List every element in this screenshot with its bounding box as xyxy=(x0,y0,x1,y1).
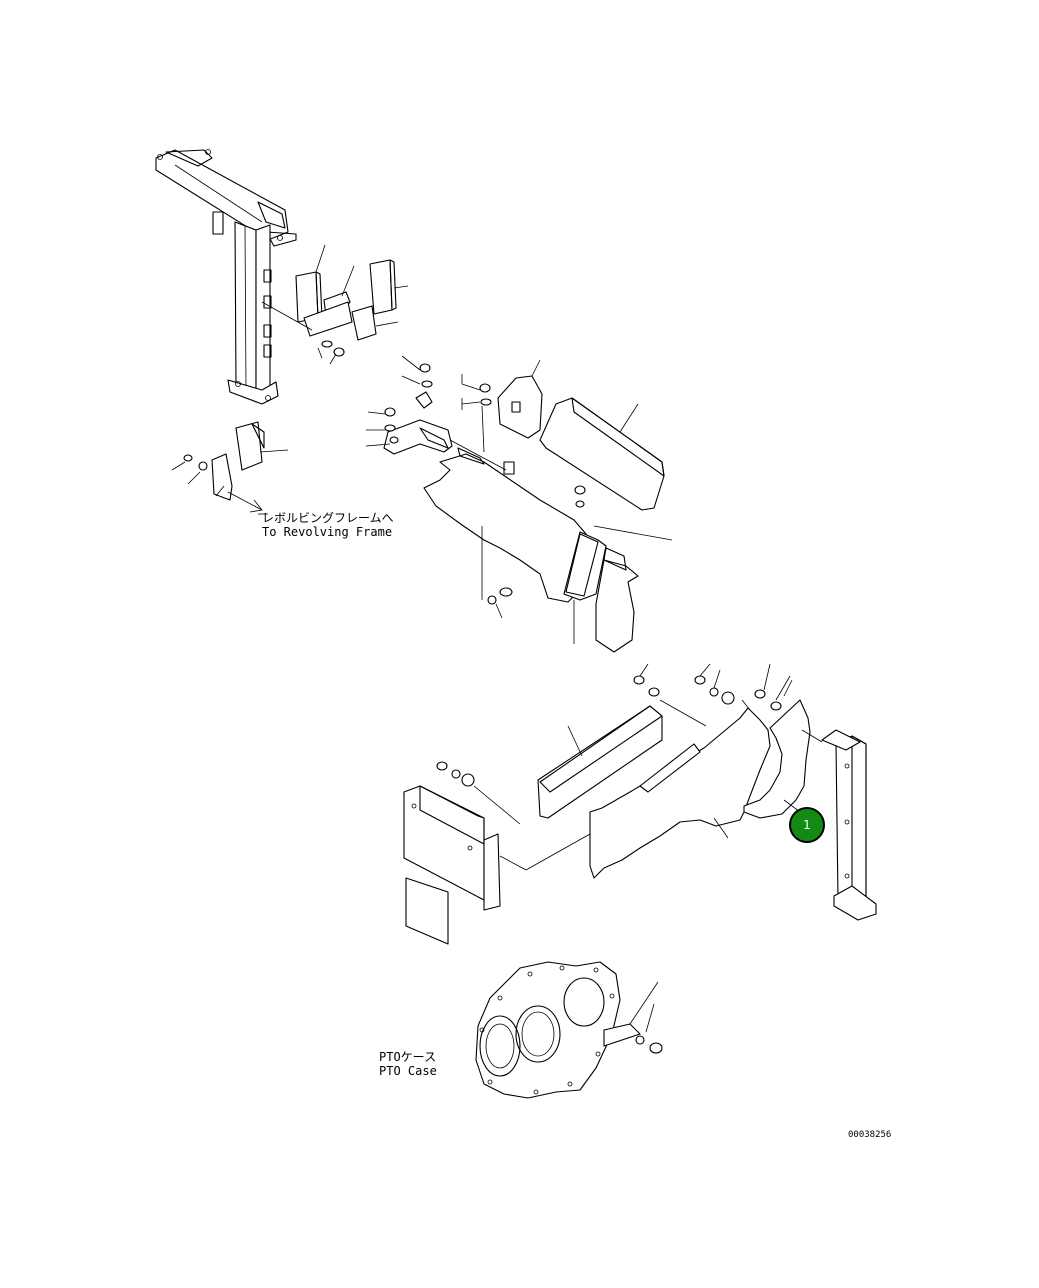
pad-fasteners xyxy=(321,340,345,365)
middle-right-brackets xyxy=(487,485,673,653)
lower-cover-assembly xyxy=(537,679,877,921)
drawing-number: 00038256 xyxy=(848,1130,892,1140)
pto-case-label-jp: PTOケース xyxy=(379,1050,437,1064)
revolving-frame-label-en: To Revolving Frame xyxy=(262,525,393,539)
part-callout-1[interactable]: 1 xyxy=(789,807,825,843)
revolving-frame-label-jp: レボルビングフレームへ xyxy=(262,511,394,525)
upper-middle-foam-blocks xyxy=(497,359,665,511)
middle-left-fasteners xyxy=(365,355,492,447)
pto-case-label-en: PTO Case xyxy=(379,1064,437,1078)
lower-assembly-fasteners xyxy=(633,663,791,711)
left-lower-bracket xyxy=(171,421,289,513)
lower-left-box-bracket xyxy=(403,761,591,945)
pto-case xyxy=(475,961,663,1099)
upper-left-bracket-post xyxy=(155,149,297,405)
upper-foam-pads xyxy=(261,244,409,359)
